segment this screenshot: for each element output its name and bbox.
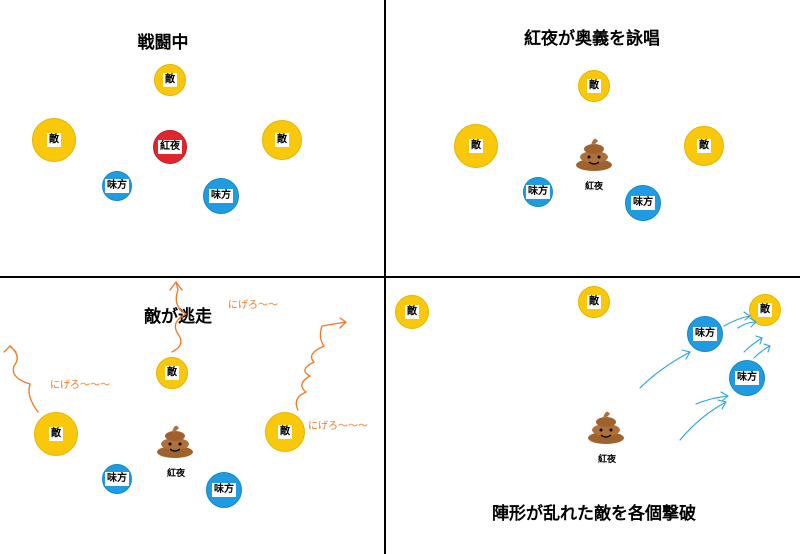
enemy-circle: 敵 <box>154 64 186 96</box>
enemy-circle: 敵 <box>454 124 498 168</box>
attack-arrow <box>679 401 727 441</box>
flee-shout-left: にげろ〜〜〜 <box>50 380 110 391</box>
enemy-circle: 敵 <box>684 126 724 166</box>
enemy-label: 敵 <box>758 303 772 317</box>
enemy-circle: 敵 <box>32 118 76 162</box>
kouya-poo-icon <box>157 425 193 458</box>
attack-arrowhead <box>755 335 763 345</box>
flee-shout-right: にげろ〜〜〜 <box>308 421 368 432</box>
flee-path-left <box>9 345 39 413</box>
attack-arrow <box>753 345 771 359</box>
attack-arrow <box>723 315 751 327</box>
kouya-label: 紅夜 <box>166 469 186 479</box>
panel-3-title: 敵が逃走 <box>144 307 212 327</box>
flee-path-right <box>295 321 347 411</box>
attack-arrowhead <box>720 391 729 402</box>
kouya-label: 紅夜 <box>584 182 604 192</box>
flee-arrowhead-top <box>169 281 183 291</box>
attack-arrow <box>737 321 757 329</box>
ally-label: 味方 <box>105 472 129 486</box>
ally-circle: 味方 <box>102 171 132 201</box>
enemy-circle: 敵 <box>156 357 188 389</box>
attack-arrow <box>639 351 691 389</box>
attack-arrow <box>743 337 763 353</box>
kouya-circle: 紅夜 <box>153 130 187 164</box>
enemy-circle: 敵 <box>395 295 429 329</box>
panel-2-title: 紅夜が奥義を詠唱 <box>524 29 660 49</box>
horizontal-divider <box>0 276 800 278</box>
ally-circle: 味方 <box>687 316 723 352</box>
attack-arrow <box>695 395 729 405</box>
enemy-label: 敵 <box>405 305 419 319</box>
enemy-circle: 敵 <box>262 120 302 160</box>
ally-label: 味方 <box>693 327 717 341</box>
panel-4-title: 陣形が乱れた敵を各個撃破 <box>492 504 696 524</box>
attack-arrowhead <box>763 343 771 353</box>
enemy-label: 敵 <box>469 139 483 153</box>
kouya-poo-icon <box>576 138 612 171</box>
enemy-label: 敵 <box>275 133 289 147</box>
panel-1-title: 戦闘中 <box>137 33 189 53</box>
ally-circle: 味方 <box>203 178 239 214</box>
enemy-label: 敵 <box>697 139 711 153</box>
enemy-circle: 敵 <box>265 412 305 452</box>
ally-label: 味方 <box>212 483 236 497</box>
ally-label: 味方 <box>526 185 550 199</box>
attack-arrowhead <box>717 399 727 410</box>
ally-circle: 味方 <box>206 472 242 508</box>
ally-circle: 味方 <box>625 185 661 221</box>
enemy-circle: 敵 <box>578 70 610 102</box>
flee-arrowhead-right <box>339 317 347 329</box>
attack-arrowhead <box>681 349 691 360</box>
enemy-label: 敵 <box>587 295 601 309</box>
ally-circle: 味方 <box>102 464 132 494</box>
kouya-label: 紅夜 <box>597 455 617 465</box>
enemy-circle: 敵 <box>34 412 78 456</box>
ally-label: 味方 <box>209 189 233 203</box>
kouya-label: 紅夜 <box>158 140 182 154</box>
ally-circle: 味方 <box>729 360 765 396</box>
ally-circle: 味方 <box>523 177 553 207</box>
ally-label: 味方 <box>631 196 655 210</box>
flee-shout-top: にげろ〜〜 <box>228 300 278 311</box>
enemy-label: 敵 <box>49 427 63 441</box>
ally-label: 味方 <box>105 179 129 193</box>
enemy-label: 敵 <box>278 425 292 439</box>
kouya-poo-icon <box>588 411 624 444</box>
enemy-label: 敵 <box>587 79 601 93</box>
enemy-label: 敵 <box>165 366 179 380</box>
enemy-label: 敵 <box>47 133 61 147</box>
enemy-circle: 敵 <box>749 294 781 326</box>
ally-label: 味方 <box>735 371 759 385</box>
flee-arrowhead-left <box>3 345 17 353</box>
enemy-label: 敵 <box>163 73 177 87</box>
enemy-circle: 敵 <box>578 286 610 318</box>
